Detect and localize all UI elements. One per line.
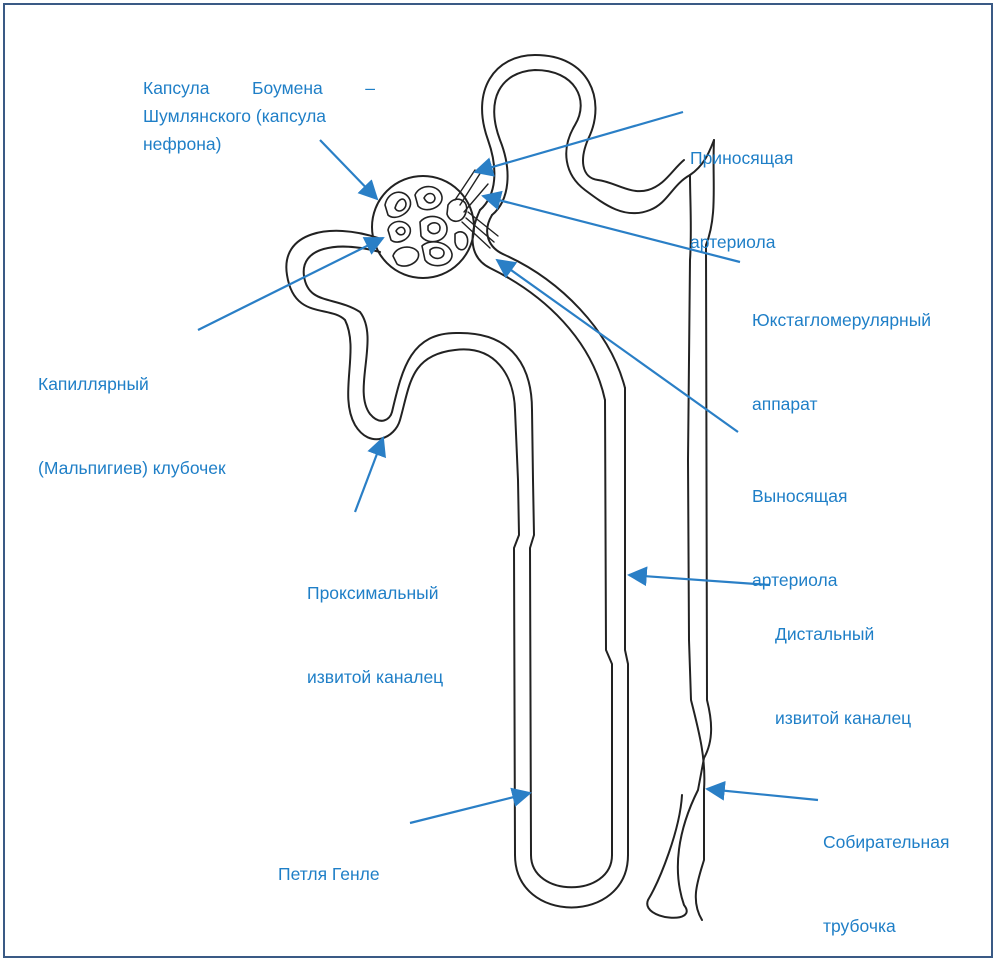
loop-of-henle-label-line-1: Петля Генле xyxy=(278,860,380,888)
loop-bottom-inner xyxy=(531,855,612,887)
glomerulus-label-line-1: Капиллярный xyxy=(38,370,226,398)
distal-tubule-outer xyxy=(492,70,714,215)
juxtaglomerular-label: Юкстагломерулярный аппарат xyxy=(752,250,931,446)
bowman-capsule-label-line-1: Капсула Боумена – xyxy=(143,74,375,102)
glomerulus-label-line-2: (Мальпигиев) клубочек xyxy=(38,454,226,482)
efferent-arteriole-label-line-1: Выносящая xyxy=(752,482,847,510)
loop-of-henle-label: Петля Генле xyxy=(278,804,380,916)
afferent-arteriole-label-line-1: Приносящая xyxy=(690,144,793,172)
efferent-arteriole-arrow xyxy=(497,260,738,432)
ascending-limb-inner xyxy=(605,400,612,855)
bowman-capsule-label-line-3: нефрона) xyxy=(143,130,375,158)
distal-tubule-label-line-2: извитой каналец xyxy=(775,704,911,732)
proximal-tubule-label-line-1: Проксимальный xyxy=(307,579,443,607)
proximal-tubule-label: Проксимальный извитой каналец xyxy=(307,523,443,719)
collecting-duct-label-line-1: Собирательная xyxy=(823,828,949,856)
collecting-duct-arrow xyxy=(707,789,818,800)
glomerulus-label: Капиллярный (Мальпигиев) клубочек xyxy=(38,314,226,510)
afferent-arteriole-arrow xyxy=(475,112,683,172)
proximal-tubule-label-line-2: извитой каналец xyxy=(307,663,443,691)
bowman-capsule xyxy=(372,176,474,278)
ascending-limb-outer xyxy=(625,388,628,855)
bowman-capsule-label: Капсула Боумена – Шумлянского (капсула н… xyxy=(143,74,375,158)
distal-tubule-label-line-1: Дистальный xyxy=(775,620,911,648)
bowman-capsule-label-line-2: Шумлянского (капсула xyxy=(143,102,375,130)
ascending-to-jga-inner xyxy=(473,210,605,400)
descending-limb-outer xyxy=(514,410,519,855)
juxtaglomerular-label-line-2: аппарат xyxy=(752,390,931,418)
descending-limb-inner xyxy=(530,410,534,855)
juxtaglomerular-label-line-1: Юкстагломерулярный xyxy=(752,306,931,334)
collecting-duct-label: Собирательная трубочка xyxy=(823,772,949,968)
loop-of-henle-arrow xyxy=(410,793,530,823)
distal-tubule-arrow xyxy=(629,575,770,585)
distal-tubule-label: Дистальный извитой каналец xyxy=(775,564,911,760)
collecting-duct-label-line-2: трубочка xyxy=(823,912,949,940)
proximal-tubule-arrow xyxy=(355,438,383,512)
